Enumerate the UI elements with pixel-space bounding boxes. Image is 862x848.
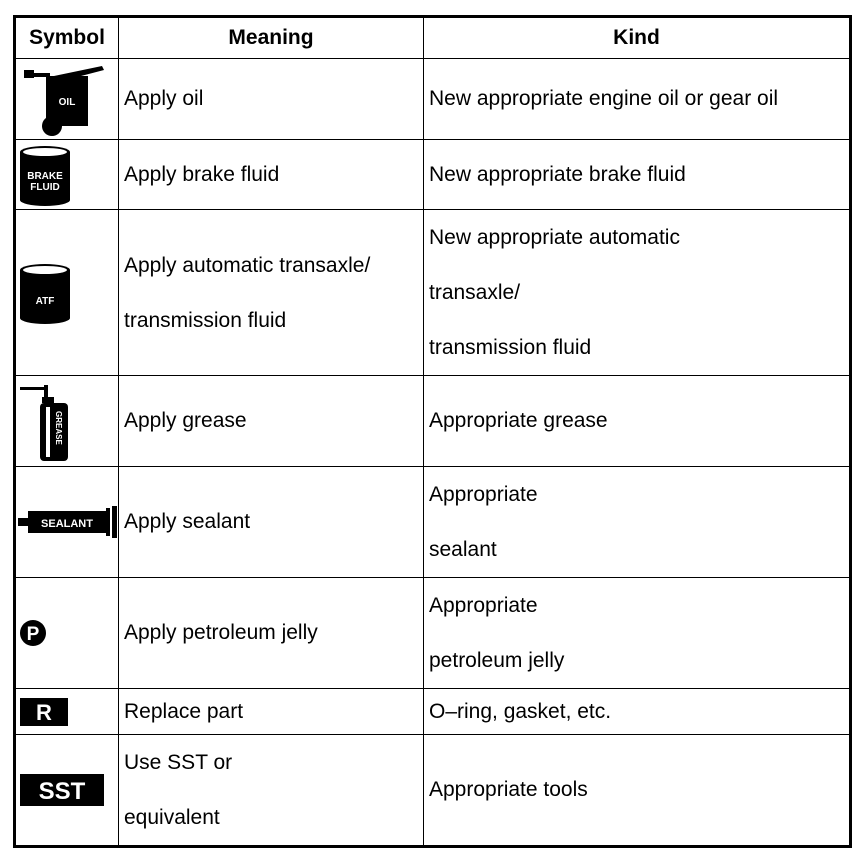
replace-icon-label: R [36,700,52,725]
atf-icon-label: ATF [36,296,55,307]
symbol-cell: P [14,577,119,689]
kind-cell: New appropriate automatic transaxle/ tra… [423,209,851,376]
table-row: GREASE Apply grease Appropriate grease [14,375,851,467]
sst-icon: SST [20,774,104,806]
meaning-cell: Apply sealant [118,466,424,578]
meaning-cell: Apply automatic transaxle/ transmission … [118,209,424,376]
symbol-cell: GREASE [14,375,119,467]
meaning-cell: Apply oil [118,58,424,140]
symbol-legend-table: Symbol Meaning Kind OIL Apply oil New ap… [13,15,852,848]
symbol-cell: SEALANT [14,466,119,578]
kind-cell: Appropriate petroleum jelly [423,577,851,689]
grease-icon-label: GREASE [54,411,63,445]
sst-icon-label: SST [39,778,86,805]
replace-part-icon: R [20,697,68,726]
meaning-cell: Use SST or equivalent [118,734,424,847]
kind-cell: Appropriate grease [423,375,851,467]
table-row: SEALANT Apply sealant Appropriate sealan… [14,466,851,578]
meaning-cell: Apply grease [118,375,424,467]
meaning-cell: Apply brake fluid [118,139,424,210]
table-row: P Apply petroleum jelly Appropriate petr… [14,577,851,689]
brake-icon-label-1: BRAKE [27,171,63,182]
symbol-cell: OIL [14,58,119,140]
atf-can-icon: ATF [20,263,70,324]
kind-cell: Appropriate sealant [423,466,851,578]
table-row: SST Use SST or equivalent Appropriate to… [14,734,851,847]
header-symbol: Symbol [14,16,119,59]
symbol-cell: ATF [14,209,119,376]
table-row: OIL Apply oil New appropriate engine oil… [14,58,851,140]
sealant-tube-icon: SEALANT [18,506,117,538]
symbol-cell: BRAKE FLUID [14,139,119,210]
table-row: ATF Apply automatic transaxle/ transmiss… [14,209,851,376]
meaning-cell: Replace part [118,688,424,735]
kind-cell: O–ring, gasket, etc. [423,688,851,735]
header-kind: Kind [423,16,851,59]
brake-icon-label-2: FLUID [30,182,59,193]
table-row: BRAKE FLUID Apply brake fluid New approp… [14,139,851,210]
symbol-cell: R [14,688,119,735]
grease-can-icon: GREASE [20,385,68,461]
kind-cell: New appropriate engine oil or gear oil [423,58,851,140]
petroleum-jelly-icon: P [20,620,46,646]
header-row: Symbol Meaning Kind [14,16,851,59]
symbol-cell: SST [14,734,119,847]
petroleum-icon-label: P [27,624,40,645]
sealant-icon-label: SEALANT [41,518,93,530]
oil-icon-label: OIL [59,97,76,108]
table-row: R Replace part O–ring, gasket, etc. [14,688,851,735]
kind-cell: New appropriate brake fluid [423,139,851,210]
header-meaning: Meaning [118,16,424,59]
brake-fluid-can-icon: BRAKE FLUID [20,145,70,206]
kind-cell: Appropriate tools [423,734,851,847]
oil-can-icon: OIL [24,66,104,136]
meaning-cell: Apply petroleum jelly [118,577,424,689]
